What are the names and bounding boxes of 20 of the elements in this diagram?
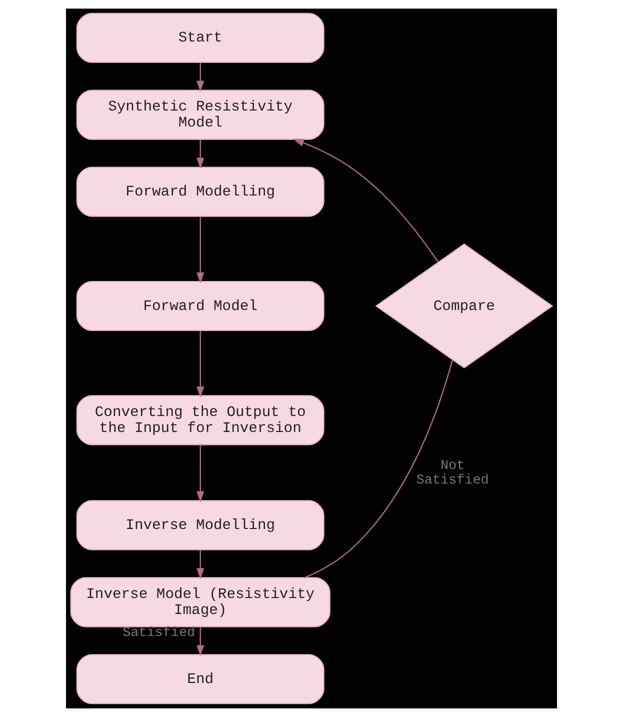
connector — [304, 360, 453, 578]
node-diamond: Compare — [374, 244, 553, 368]
arrow — [196, 62, 204, 92]
arrow — [196, 550, 204, 580]
node-box: Inverse Model (Resistivity Image) — [70, 577, 330, 628]
node-box: Synthetic Resistivity Model — [76, 90, 324, 140]
arrow — [292, 138, 438, 262]
arrow — [196, 626, 204, 656]
node-box: Converting the Output to the Input for Inversion — [76, 395, 324, 446]
arrow — [196, 444, 204, 502]
arrow — [196, 216, 204, 284]
node-box: Forward Modelling — [76, 166, 324, 217]
node-box: Start — [76, 12, 324, 63]
node-box: Inverse Modelling — [76, 500, 324, 550]
edge-label: Satisfied — [122, 626, 195, 642]
edge-label: Not Satisfied — [416, 458, 488, 488]
node-box: Forward Model — [76, 280, 324, 332]
arrow — [196, 140, 204, 169]
node-box: End — [76, 654, 324, 704]
arrow — [196, 330, 204, 398]
